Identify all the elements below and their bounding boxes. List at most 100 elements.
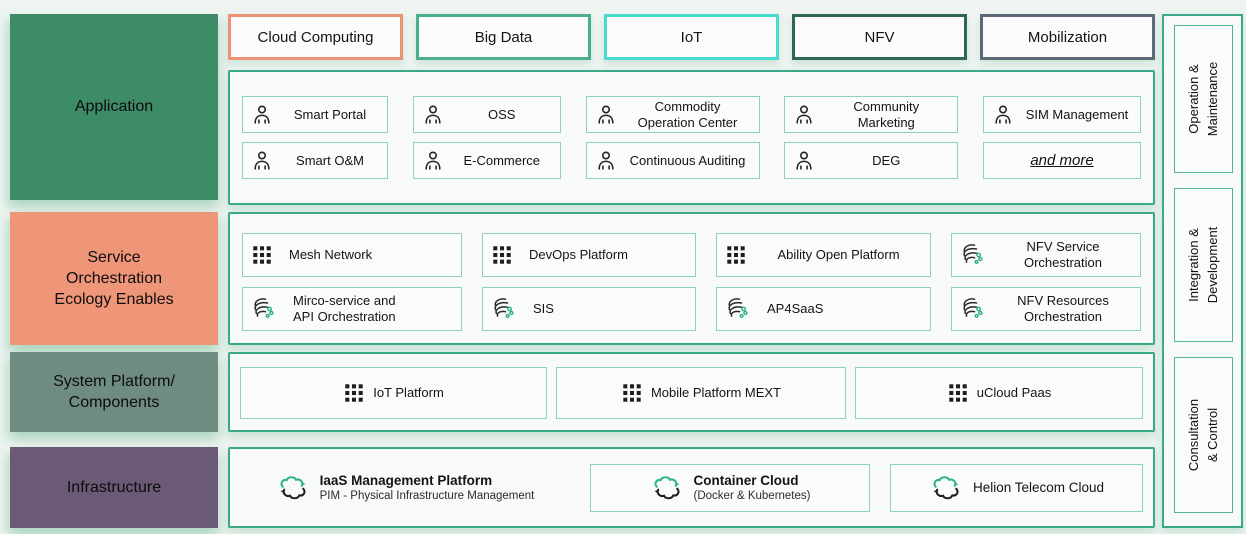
item-label: NFV Service Orchestration (1023, 239, 1103, 270)
app-item-deg: DEG (784, 142, 959, 179)
tab-big-data: Big Data (416, 14, 591, 60)
orchestration-swirl-icon (251, 296, 277, 322)
svc-item-devops-platform: DevOps Platform (482, 233, 696, 277)
person-icon (595, 104, 617, 126)
rail-label: Operation & Maintenance (1185, 61, 1220, 137)
tab-label: Mobilization (1027, 28, 1108, 46)
infra-text: Helion Telecom Cloud (973, 480, 1104, 495)
infra-item-iaas-management: IaaS Management Platform PIM - Physical … (240, 464, 570, 512)
item-title: Helion Telecom Cloud (972, 480, 1105, 495)
item-label: Mirco-service and API Orchestration (293, 293, 396, 324)
service-grid: Mesh Network DevOps Platform Ability Ope… (242, 233, 1141, 331)
tab-nfv: NFV (792, 14, 967, 60)
tab-mobilization: Mobilization (980, 14, 1155, 60)
item-label: OSS (488, 106, 516, 122)
person-icon (793, 150, 815, 172)
app-item-and-more: and more (983, 142, 1141, 179)
app-item-smart-om: Smart O&M (242, 142, 388, 179)
rail-consultation-control: Consultation & Control (1174, 357, 1233, 513)
person-icon (992, 104, 1014, 126)
item-title: IaaS Management Platform (319, 473, 493, 488)
rail-integration-development: Integration & Development (1174, 188, 1233, 342)
infra-text: Container Cloud (Docker & Kubernetes) (694, 473, 811, 502)
tab-label: Big Data (474, 28, 533, 46)
person-icon (251, 150, 273, 172)
item-label: SIM Management (1025, 106, 1129, 122)
orchestration-swirl-icon (725, 296, 751, 322)
item-label: Smart O&M (296, 152, 364, 168)
tab-label: NFV (864, 28, 895, 46)
svc-item-nfv-service-orchestration: NFV Service Orchestration (951, 233, 1141, 277)
layer-label: Service Orchestration Ecology Enables (54, 248, 174, 309)
person-icon (595, 150, 617, 172)
svc-item-micro-service-api-orchestration: Mirco-service and API Orchestration (242, 287, 462, 331)
technology-tabs: Cloud Computing Big Data IoT NFV Mobiliz… (228, 14, 1155, 60)
layer-infrastructure: Infrastructure (10, 447, 218, 528)
grid-dots-icon (251, 244, 273, 266)
svc-item-nfv-resources-orchestration: NFV Resources Orchestration (951, 287, 1141, 331)
orchestration-swirl-icon (960, 242, 986, 268)
app-item-smart-portal: Smart Portal (242, 96, 388, 133)
item-label: Mobile Platform MEXT (650, 385, 782, 401)
person-icon (422, 150, 444, 172)
layer-application: Application (10, 14, 218, 200)
system-platform-container: IoT Platform Mobile Platform MEXT uCloud… (228, 352, 1155, 432)
grid-dots-icon (947, 382, 969, 404)
svc-item-sis: SIS (482, 287, 696, 331)
svc-item-ability-open-platform: Ability Open Platform (716, 233, 931, 277)
rail-label: Consultation & Control (1185, 398, 1220, 472)
layer-label: Application (74, 98, 154, 116)
app-item-oss: OSS (412, 96, 561, 133)
sys-item-mobile-platform-mext: Mobile Platform MEXT (556, 367, 846, 419)
sys-item-ucloud-paas: uCloud Paas (855, 367, 1143, 419)
item-label: NFV Resources Orchestration (1017, 293, 1109, 324)
item-label: Community Marketing (853, 98, 920, 130)
item-label: Ability Open Platform (777, 247, 900, 263)
app-item-continuous-auditing: Continuous Auditing (585, 142, 760, 179)
grid-dots-icon (491, 244, 513, 266)
item-title: Container Cloud (693, 473, 799, 488)
tab-iot: IoT (604, 14, 779, 60)
tab-label: IoT (680, 28, 703, 46)
person-icon (251, 104, 273, 126)
infrastructure-container: IaaS Management Platform PIM - Physical … (228, 447, 1155, 528)
layer-label: Infrastructure (66, 478, 162, 496)
cloud-sync-icon (276, 473, 310, 503)
grid-dots-icon (343, 382, 365, 404)
sys-item-iot-platform: IoT Platform (240, 367, 547, 419)
service-orchestration-container: Mesh Network DevOps Platform Ability Ope… (228, 212, 1155, 345)
item-subtitle: PIM - Physical Infrastructure Management (319, 490, 535, 502)
orchestration-swirl-icon (491, 296, 517, 322)
item-label: DEG (872, 152, 901, 168)
svc-item-mesh-network: Mesh Network (242, 233, 462, 277)
item-label: AP4SaaS (767, 301, 824, 317)
item-label: and more (1030, 151, 1094, 169)
infra-text: IaaS Management Platform PIM - Physical … (320, 473, 535, 502)
orchestration-swirl-icon (960, 296, 986, 322)
svc-item-ap4saas: AP4SaaS (716, 287, 931, 331)
item-label: SIS (533, 301, 554, 317)
layer-system-platform: System Platform/ Components (10, 352, 218, 432)
application-container: Smart Portal OSS Commodity Operation Cen… (228, 70, 1155, 205)
cloud-sync-icon (929, 473, 963, 503)
app-item-community-marketing: Community Marketing (784, 96, 959, 133)
system-grid: IoT Platform Mobile Platform MEXT uCloud… (240, 367, 1143, 419)
right-rail: Operation & Maintenance Integration & De… (1162, 14, 1243, 528)
grid-dots-icon (621, 382, 643, 404)
tab-label: Cloud Computing (257, 28, 374, 46)
person-icon (793, 104, 815, 126)
app-item-commodity-operation-center: Commodity Operation Center (585, 96, 760, 133)
item-label: Mesh Network (289, 247, 373, 263)
item-label: DevOps Platform (529, 247, 628, 263)
infra-item-container-cloud: Container Cloud (Docker & Kubernetes) (590, 463, 870, 512)
item-label: uCloud Paas (976, 385, 1052, 401)
rail-label: Integration & Development (1185, 226, 1220, 304)
app-item-sim-management: SIM Management (983, 96, 1141, 133)
tab-cloud-computing: Cloud Computing (228, 14, 403, 60)
item-label: Smart Portal (293, 106, 367, 122)
item-label: Continuous Auditing (629, 152, 746, 168)
cloud-sync-icon (650, 473, 684, 503)
person-icon (422, 104, 444, 126)
infra-item-helion-telecom-cloud: Helion Telecom Cloud (890, 463, 1143, 512)
application-grid: Smart Portal OSS Commodity Operation Cen… (242, 96, 1141, 179)
